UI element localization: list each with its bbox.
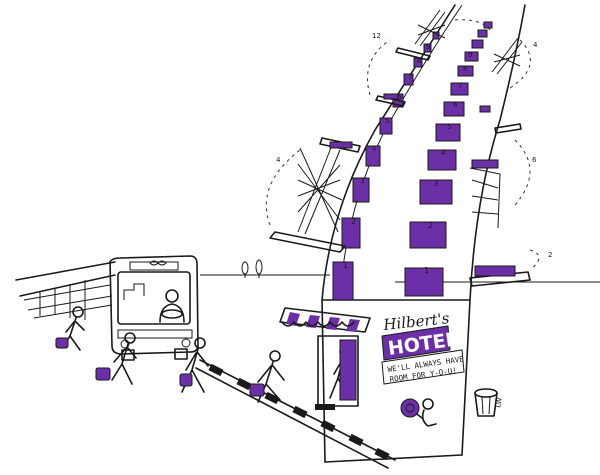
move-label: 4: [533, 41, 538, 49]
room-number: 1: [343, 261, 348, 270]
bus-queue: [15, 261, 116, 320]
move-label: 12: [372, 32, 381, 40]
room-number: 4: [372, 145, 377, 153]
room-number: 2: [428, 221, 433, 230]
room-number: 4: [441, 149, 446, 157]
guest: [179, 337, 209, 393]
guest: [55, 306, 85, 351]
entrance: [279, 307, 371, 410]
bellhop: [400, 398, 437, 427]
trash-can: [474, 388, 498, 417]
left-balconies: [269, 9, 446, 253]
room-number: 3: [434, 180, 438, 188]
room-number: 1: [424, 266, 429, 275]
room-number: 7: [458, 82, 462, 90]
room-numbers: 1 1 2 2 3 3 4 4 5 5 6 6 7 7 8 8 9 9: [343, 43, 472, 275]
move-arrows: [265, 19, 540, 271]
striped-curb: [195, 359, 396, 469]
distant-trees: [241, 259, 263, 278]
hotel-sign: Hilbert's HOTEL WE'LL ALWAYS HAVE ROOM F…: [381, 309, 465, 385]
infinity-icon: [149, 260, 167, 266]
room-number: 3: [360, 177, 364, 185]
room-number: 2: [351, 217, 356, 226]
room-number: 7: [408, 73, 412, 81]
artist-signature: LW: [494, 397, 504, 408]
bus: [109, 255, 199, 361]
room-number: 6: [397, 93, 402, 101]
room-number: 5: [447, 123, 451, 131]
guest: [249, 350, 285, 403]
horizon: [200, 274, 600, 283]
left-windows: [332, 31, 440, 301]
guest: [95, 332, 137, 385]
right-balconies: [469, 37, 531, 287]
hotel-title: HOTEL: [387, 328, 459, 360]
room-number: 8: [417, 57, 421, 65]
move-label: 2: [548, 251, 552, 259]
move-label: 6: [532, 156, 537, 164]
move-labels: 4 12 2 6 4: [276, 32, 552, 259]
room-number: 9: [468, 51, 472, 59]
room-number: 5: [385, 117, 389, 125]
room-number: 9: [426, 43, 430, 51]
right-windows: [404, 21, 493, 297]
room-number: 6: [453, 101, 458, 109]
move-label: 4: [276, 156, 281, 164]
room-number: 8: [463, 65, 467, 73]
